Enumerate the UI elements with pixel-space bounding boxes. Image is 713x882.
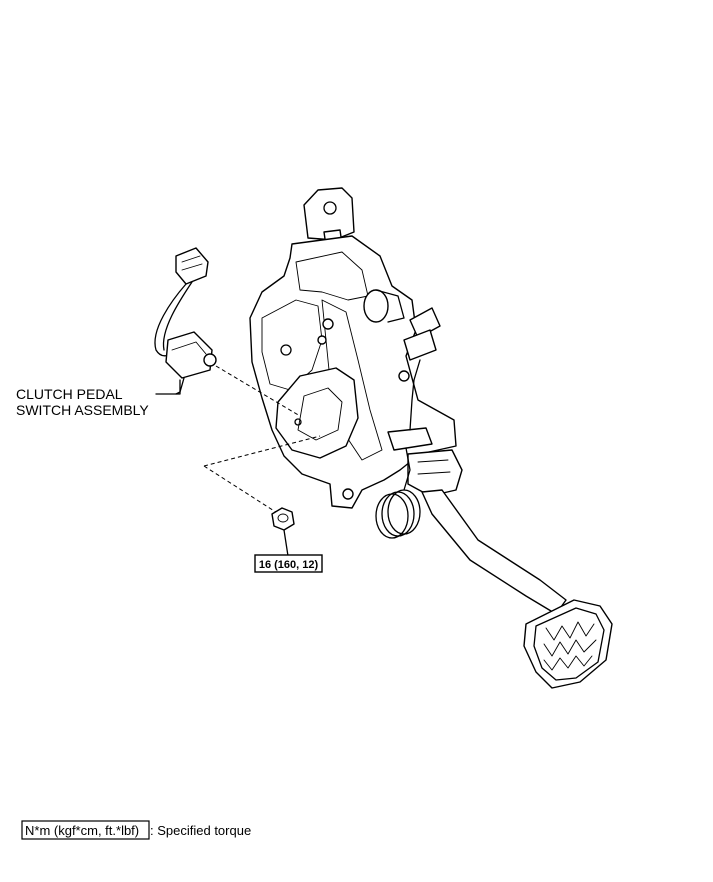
legend-description: : Specified torque <box>150 823 251 838</box>
switch-leader-line <box>155 379 181 395</box>
switch-label: CLUTCH PEDAL SWITCH ASSEMBLY <box>16 386 149 418</box>
pedal-bracket-assembly <box>249 187 463 509</box>
legend-unit-box: N*m (kgf*cm, ft.*lbf) <box>25 823 139 838</box>
pedal-arm <box>421 489 567 615</box>
switch-label-line2: SWITCH ASSEMBLY <box>16 402 149 418</box>
bracket-connector <box>403 307 441 431</box>
switch-label-line1: CLUTCH PEDAL <box>16 386 123 402</box>
assist-spring <box>375 447 421 539</box>
clutch-pedal-switch <box>154 247 217 395</box>
torque-value: 16 (160, 12) <box>259 559 319 571</box>
assembly-dashed-lines <box>203 365 321 517</box>
legend: N*m (kgf*cm, ft.*lbf) : Specified torque <box>21 820 251 840</box>
pedal-pad <box>523 599 613 689</box>
nut <box>271 507 295 557</box>
torque-label: 16 (160, 12) <box>254 554 323 573</box>
